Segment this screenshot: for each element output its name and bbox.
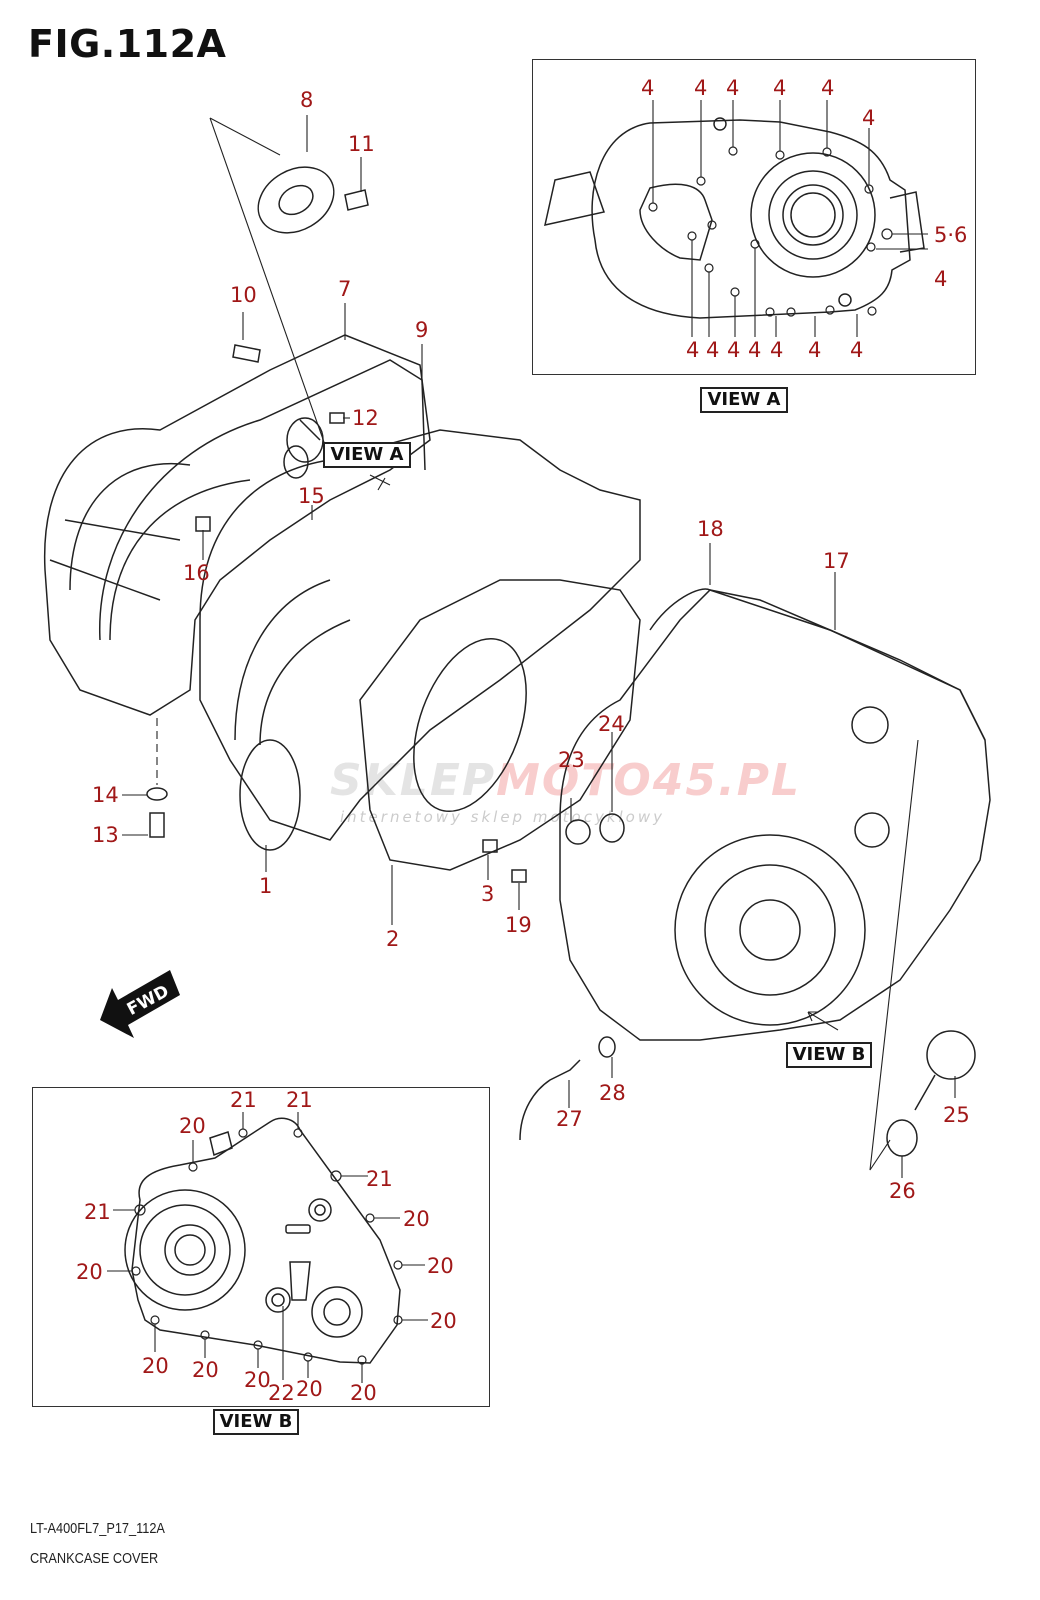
sensor-27 — [519, 1059, 581, 1141]
main-callouts: 1 2 3 7 8 9 10 11 12 13 14 15 16 17 18 1… — [92, 88, 970, 1203]
callout-4: 4 — [706, 338, 719, 362]
callout-20: 20 — [179, 1114, 206, 1138]
o-ring-24 — [599, 813, 625, 843]
bolt-10 — [232, 344, 261, 363]
dowel-19 — [511, 869, 527, 883]
callout-20: 20 — [350, 1381, 377, 1405]
clutch-cover-drawing — [43, 334, 431, 716]
view-b-label: VIEW B — [213, 1409, 299, 1435]
callout-15: 15 — [298, 484, 325, 508]
view-b-cover-drawing — [124, 1117, 401, 1364]
callout-4: 4 — [641, 76, 654, 100]
callout-4: 4 — [773, 76, 786, 100]
small-parts — [146, 166, 976, 1157]
callout-4: 4 — [686, 338, 699, 362]
callout-21: 21 — [286, 1088, 313, 1112]
callout-19: 19 — [505, 913, 532, 937]
callout-26: 26 — [889, 1179, 916, 1203]
plug-23 — [565, 819, 591, 845]
generator-cover-drawing — [559, 589, 991, 1041]
view-b-reference-label: VIEW B — [786, 1042, 872, 1068]
watermark-subtitle: internetowy sklep motocyklowy — [340, 808, 665, 826]
view-a-label: VIEW A — [700, 387, 788, 413]
callout-4: 4 — [726, 76, 739, 100]
view-b-callouts: 21 21 20 21 21 20 20 20 20 20 20 20 22 2… — [76, 1088, 457, 1405]
callout-4: 4 — [934, 267, 947, 291]
callout-25: 25 — [943, 1103, 970, 1127]
callout-20: 20 — [192, 1358, 219, 1382]
generator-cover-gasket-drawing — [649, 588, 986, 741]
callout-7: 7 — [338, 277, 351, 301]
view-a-inset — [532, 59, 976, 375]
callout-4: 4 — [694, 76, 707, 100]
washer-14 — [146, 787, 168, 801]
bolt-16 — [195, 516, 211, 532]
callout-20: 20 — [430, 1309, 457, 1333]
view-a-reference-label: VIEW A — [323, 442, 411, 468]
watermark: SKLEPMOTO45.PL — [330, 755, 801, 806]
callout-27: 27 — [556, 1107, 583, 1131]
view-a-leader-lines — [652, 100, 928, 337]
bolt-11 — [344, 189, 369, 211]
callout-24: 24 — [598, 712, 625, 736]
view-b-inset — [32, 1087, 490, 1407]
callout-21: 21 — [230, 1088, 257, 1112]
callout-21: 21 — [84, 1200, 111, 1224]
o-ring-15 — [283, 445, 309, 479]
oil-filler-cap-25 — [926, 1030, 976, 1080]
figure-code: LT-A400FL7_P17_112A — [30, 1520, 165, 1537]
drain-plug-13 — [149, 812, 165, 838]
figure-name: CRANKCASE COVER — [30, 1550, 159, 1567]
callout-3: 3 — [481, 882, 494, 906]
callout-17: 17 — [823, 549, 850, 573]
callout-4: 4 — [808, 338, 821, 362]
dowel-12 — [329, 412, 345, 424]
callout-20: 20 — [296, 1377, 323, 1401]
callout-20: 20 — [403, 1207, 430, 1231]
callout-16: 16 — [183, 561, 210, 585]
clutch-cover-gasket-drawing — [99, 359, 426, 641]
view-b-leader-lines — [107, 1112, 428, 1383]
callout-20: 20 — [427, 1254, 454, 1278]
o-ring-26 — [886, 1119, 918, 1157]
callout-11: 11 — [348, 132, 375, 156]
callout-12: 12 — [352, 406, 379, 430]
callout-5-6: 5·6 — [934, 223, 967, 247]
callout-4: 4 — [862, 106, 875, 130]
callout-13: 13 — [92, 823, 119, 847]
callout-8: 8 — [300, 88, 313, 112]
callout-28: 28 — [599, 1081, 626, 1105]
figure-title: FIG.112A — [28, 22, 227, 66]
view-a-cover-drawing — [544, 117, 925, 319]
callout-2: 2 — [386, 927, 399, 951]
view-a-bolt-markers — [648, 146, 893, 317]
crankcase-gasket-drawing — [359, 579, 641, 871]
callout-9: 9 — [415, 318, 428, 342]
callout-4: 4 — [850, 338, 863, 362]
callout-4: 4 — [821, 76, 834, 100]
callout-14: 14 — [92, 783, 119, 807]
fwd-arrow-icon: FWD — [100, 970, 180, 1038]
crankcase-center-drawing — [199, 417, 641, 851]
callout-20: 20 — [142, 1354, 169, 1378]
callout-21: 21 — [366, 1167, 393, 1191]
gasket-28 — [598, 1036, 616, 1058]
dowel-3 — [482, 839, 498, 853]
callout-4: 4 — [748, 338, 761, 362]
callout-23: 23 — [558, 748, 585, 772]
oil-seal-8 — [257, 166, 335, 234]
view-pointers — [156, 117, 919, 1171]
view-a-callouts: 4 4 4 4 4 4 5·6 4 4 4 4 4 4 4 4 — [641, 76, 967, 362]
callout-22: 22 — [268, 1381, 295, 1405]
callout-20: 20 — [76, 1260, 103, 1284]
callout-1: 1 — [259, 874, 272, 898]
callout-10: 10 — [230, 283, 257, 307]
callout-18: 18 — [697, 517, 724, 541]
callout-4: 4 — [770, 338, 783, 362]
main-leader-lines — [122, 115, 956, 1178]
callout-4: 4 — [727, 338, 740, 362]
view-b-bolt-markers — [131, 1128, 403, 1365]
callout-20: 20 — [244, 1368, 271, 1392]
